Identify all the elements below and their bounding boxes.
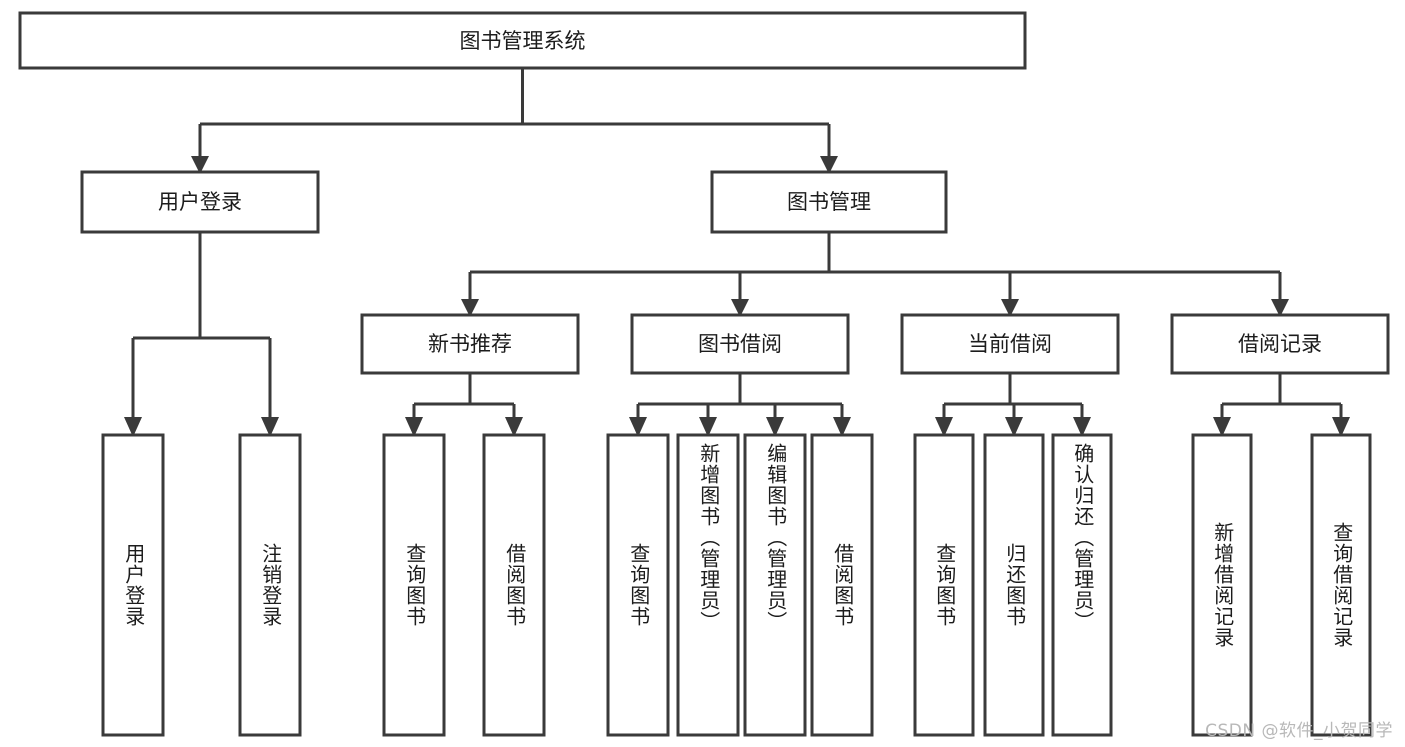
arrowhead-to-current — [1001, 299, 1019, 317]
node-box-leaf-add-book[interactable] — [676, 433, 740, 737]
node-box-leaf-borrow-book-b[interactable] — [810, 433, 874, 737]
arrowhead-borrow-leaf-1 — [629, 417, 647, 437]
node-box-leaf-user-login[interactable] — [101, 433, 165, 737]
node-label-borrow-record: 借阅记录 — [1238, 332, 1322, 356]
connectors-group — [131, 68, 1343, 419]
node-box-leaf-edit-book[interactable] — [743, 433, 807, 737]
node-box-leaf-query-book-b[interactable] — [606, 433, 670, 737]
arrowhead-newbook-leaf-1 — [405, 417, 423, 437]
node-box-leaf-borrow-book-a[interactable] — [482, 433, 546, 737]
node-box-new-book-recommend[interactable] — [360, 313, 580, 375]
arrowhead-to-record — [1271, 299, 1289, 317]
arrowhead-newbook-leaf-2 — [505, 417, 523, 437]
node-label-current-borrow: 当前借阅 — [968, 332, 1052, 356]
arrowhead-to-leaf-logout — [261, 417, 279, 437]
arrowhead-borrow-leaf-3 — [766, 417, 784, 437]
node-box-leaf-query-book-c[interactable] — [913, 433, 975, 737]
arrowheads-group — [124, 156, 1350, 437]
node-box-current-borrow[interactable] — [900, 313, 1120, 375]
node-box-book-management[interactable] — [710, 170, 948, 234]
arrowhead-current-leaf-1 — [935, 417, 953, 437]
node-box-leaf-add-record[interactable] — [1191, 433, 1253, 737]
node-label-book-borrow: 图书借阅 — [698, 332, 782, 356]
node-box-borrow-record[interactable] — [1170, 313, 1390, 375]
arrowhead-to-new-book — [461, 299, 479, 317]
arrowhead-current-leaf-3 — [1073, 417, 1091, 437]
arrowhead-to-leaf-user-login — [124, 417, 142, 437]
arrowhead-to-user-login — [191, 156, 209, 174]
node-box-leaf-confirm-return[interactable] — [1051, 433, 1113, 737]
arrowhead-to-book-mgmt — [820, 156, 838, 174]
node-box-leaf-query-book-a[interactable] — [382, 433, 446, 737]
arrowhead-record-leaf-2 — [1332, 417, 1350, 437]
node-label-new-book-recommend: 新书推荐 — [428, 332, 512, 356]
node-box-root[interactable] — [18, 11, 1027, 70]
arrowhead-borrow-leaf-4 — [833, 417, 851, 437]
node-box-leaf-logout[interactable] — [238, 433, 302, 737]
arrowhead-current-leaf-2 — [1005, 417, 1023, 437]
node-label-user-login: 用户登录 — [158, 190, 242, 214]
node-box-leaf-return-book[interactable] — [983, 433, 1045, 737]
nodes-group: 图书管理系统 用户登录 图书管理 新书推荐 图书借阅 当前借阅 借阅记录 — [18, 11, 1390, 737]
node-label-book-management: 图书管理 — [787, 190, 871, 214]
node-box-book-borrow[interactable] — [630, 313, 850, 375]
node-box-leaf-query-record[interactable] — [1310, 433, 1372, 737]
arrowhead-record-leaf-1 — [1213, 417, 1231, 437]
node-label-root: 图书管理系统 — [460, 29, 586, 53]
arrowhead-borrow-leaf-2 — [699, 417, 717, 437]
node-box-user-login[interactable] — [80, 170, 320, 234]
arrowhead-to-borrow — [731, 299, 749, 317]
